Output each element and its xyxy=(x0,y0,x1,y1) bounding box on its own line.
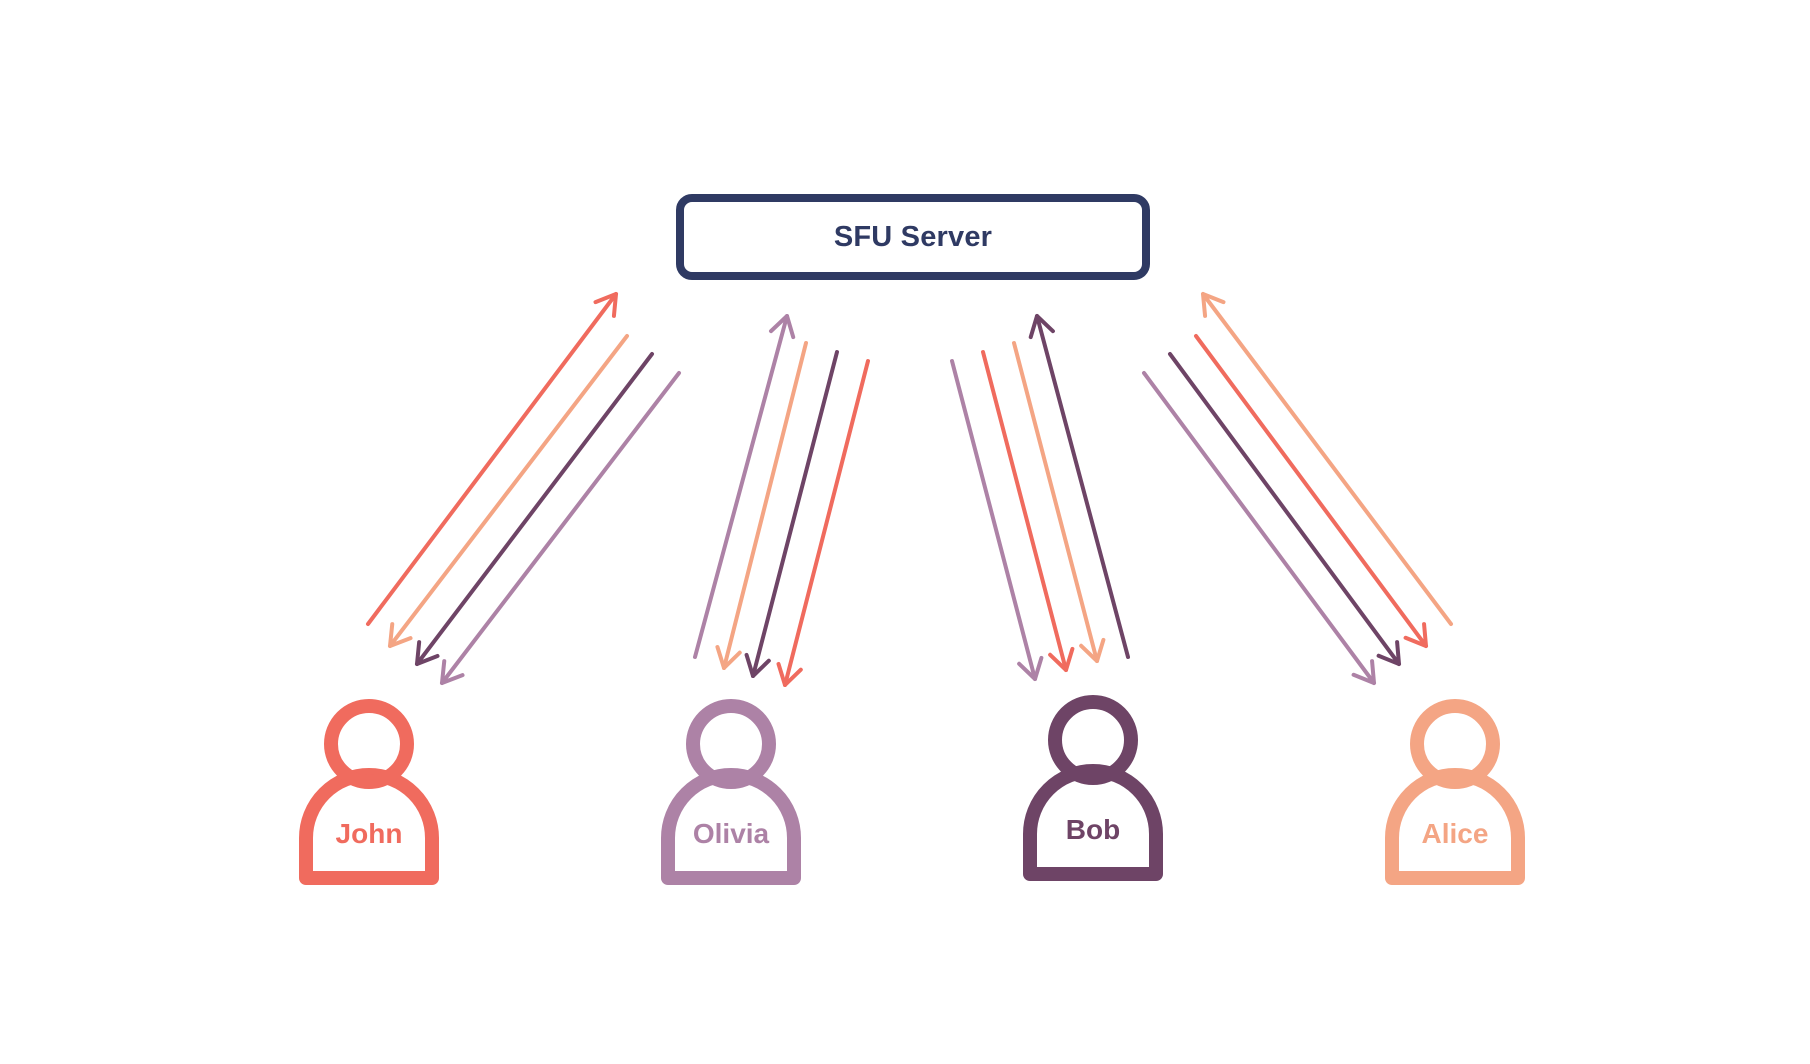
stream-arrow-olivia-olivia xyxy=(693,314,796,659)
stream-arrow-john-bob xyxy=(415,352,654,666)
stream-arrow-alice-olivia xyxy=(1142,371,1376,685)
user-name-olivia: Olivia xyxy=(692,818,770,849)
stream-arrow-olivia-alice xyxy=(715,341,808,670)
stream-arrow-alice-john xyxy=(1194,334,1428,648)
user-name-bob: Bob xyxy=(1065,814,1121,845)
person-head-icon xyxy=(686,699,776,789)
arrowhead-icon xyxy=(1351,659,1376,685)
person-head-icon xyxy=(1048,695,1138,785)
sfu-server-box: SFU Server xyxy=(676,194,1150,280)
stream-arrow-john-john xyxy=(366,292,618,626)
sfu-server-label: SFU Server xyxy=(833,220,993,253)
arrowhead-icon xyxy=(715,645,742,670)
user-name-john: John xyxy=(335,818,403,849)
person-icon-bob xyxy=(1023,695,1163,881)
stream-arrow-olivia-bob xyxy=(744,350,839,678)
stream-arrow-john-alice xyxy=(388,334,629,648)
arrowhead-icon xyxy=(1028,314,1055,340)
stream-arrow-olivia-john xyxy=(776,359,870,687)
person-icon-alice xyxy=(1385,699,1525,885)
person-head-icon xyxy=(324,699,414,789)
arrowhead-icon xyxy=(1079,637,1106,663)
arrowhead-icon xyxy=(1201,292,1226,318)
stream-arrow-bob-alice xyxy=(1012,341,1106,663)
arrowhead-icon xyxy=(1376,640,1401,666)
stream-arrow-john-olivia xyxy=(440,371,681,685)
stream-arrow-alice-alice xyxy=(1201,292,1453,626)
arrowhead-icon xyxy=(415,640,440,666)
person-head-icon xyxy=(1410,699,1500,789)
user-name-alice: Alice xyxy=(1421,818,1489,849)
arrowhead-icon xyxy=(1048,646,1075,672)
arrowhead-icon xyxy=(1017,655,1044,681)
stream-arrow-alice-bob xyxy=(1168,352,1401,666)
arrowhead-icon xyxy=(744,652,771,678)
arrowhead-icon xyxy=(1403,622,1428,648)
stream-arrow-bob-john xyxy=(981,350,1075,672)
stream-arrow-bob-olivia xyxy=(950,359,1044,681)
person-icon-olivia xyxy=(661,699,801,885)
arrowhead-icon xyxy=(388,622,413,648)
person-icon-john xyxy=(299,699,439,885)
arrowhead-icon xyxy=(769,314,796,340)
stream-arrow-bob-bob xyxy=(1028,314,1130,659)
arrowhead-icon xyxy=(776,661,803,687)
arrowhead-icon xyxy=(440,659,465,685)
arrowhead-icon xyxy=(593,292,618,318)
